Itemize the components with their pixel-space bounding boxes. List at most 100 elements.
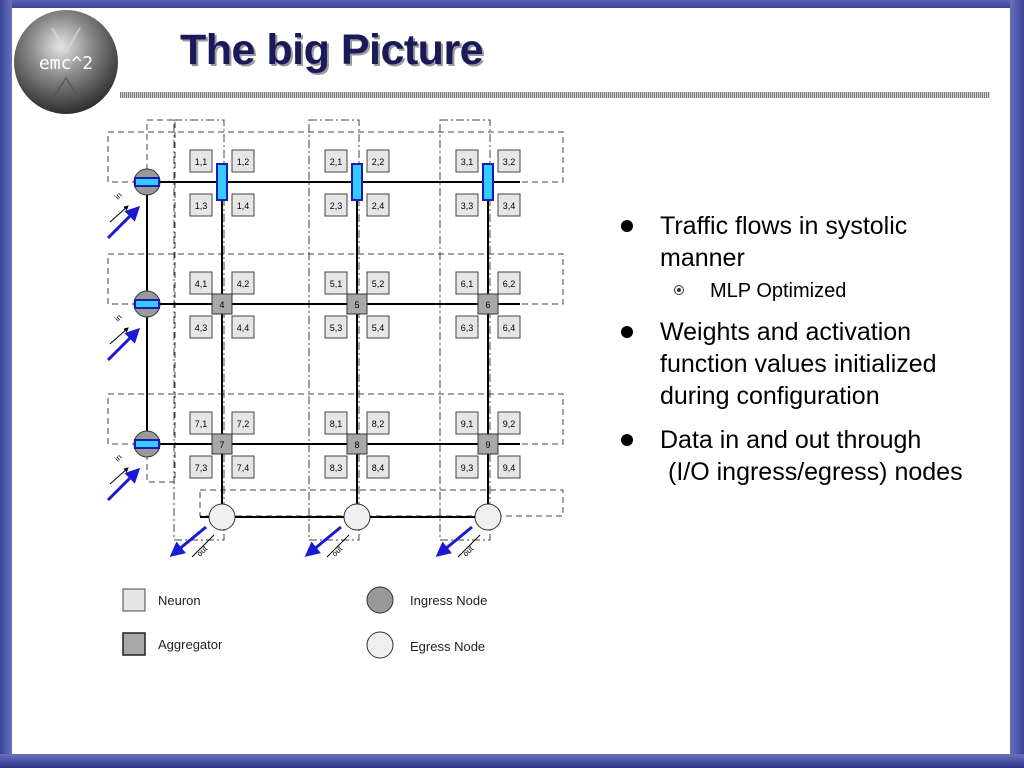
neuron-label: 8,1: [330, 419, 343, 429]
neuron-node: [455, 271, 479, 295]
neuron-label: 9,3: [461, 463, 474, 473]
neuron-label: 8,4: [372, 463, 385, 473]
egress-node: [474, 503, 502, 531]
egress-node: [343, 503, 371, 531]
neuron-label: 4,4: [237, 323, 250, 333]
neuron-label: 2,1: [330, 157, 343, 167]
neuron-node: [497, 411, 521, 435]
bullet-dot: [621, 434, 633, 446]
sub-bullet-text: MLP Optimized: [710, 280, 847, 302]
neuron-node: [497, 193, 521, 217]
bullet-data-io: Data in and out through (I/O ingress/egr…: [618, 424, 1010, 488]
neuron-node: [366, 271, 390, 295]
neuron-label: 5,4: [372, 323, 385, 333]
bullet-text: manner: [660, 244, 745, 272]
neuron-node: [231, 455, 255, 479]
egress-arrow: [435, 525, 473, 557]
neuron-node: [231, 271, 255, 295]
ingress-buffer-bar: [134, 177, 160, 187]
legend-ingress-label: Ingress Node: [410, 593, 487, 608]
neuron-node: [497, 271, 521, 295]
aggregator-node: [477, 293, 499, 315]
aggregator-label: 8: [354, 440, 359, 450]
neuron-label: 3,2: [503, 157, 516, 167]
neuron-node: [231, 411, 255, 435]
neuron-node: [455, 455, 479, 479]
out-label: out: [461, 544, 476, 559]
ingress-buffer-bar: [134, 299, 160, 309]
neuron-node: [189, 455, 213, 479]
legend-aggregator-swatch: [122, 632, 146, 656]
logo: emc^2: [12, 8, 120, 116]
systolic-buffer-bar: [351, 163, 363, 201]
ingress-small-arrow: [109, 467, 129, 485]
neuron-label: 3,1: [461, 157, 474, 167]
neuron-node: [366, 455, 390, 479]
neuron-label: 6,3: [461, 323, 474, 333]
out-label: out: [195, 544, 210, 559]
ring-bullet-icon: [674, 285, 684, 295]
neuron-label: 1,2: [237, 157, 250, 167]
ingress-arrow: [106, 467, 141, 502]
neuron-label: 8,3: [330, 463, 343, 473]
neuron-label: 1,4: [237, 201, 250, 211]
legend-egress-swatch: [366, 631, 394, 659]
neuron-node: [231, 193, 255, 217]
neuron-node: [324, 271, 348, 295]
systolic-buffer-bar: [482, 163, 494, 201]
neuron-label: 6,2: [503, 279, 516, 289]
out-label: out: [330, 544, 345, 559]
in-label: in: [113, 191, 124, 202]
neuron-node: [189, 315, 213, 339]
bullet-text: during configuration: [660, 382, 880, 410]
neuron-node: [189, 193, 213, 217]
neuron-node: [497, 149, 521, 173]
neuron-label: 4,2: [237, 279, 250, 289]
egress-arrow: [169, 525, 207, 557]
neuron-node: [324, 193, 348, 217]
neuron-label: 1,3: [195, 201, 208, 211]
bullet-text: Data in and out through: [660, 426, 922, 454]
title-rule: [120, 92, 990, 98]
neuron-node: [324, 411, 348, 435]
aggregator-node: [346, 433, 368, 455]
egress-row-outline: [199, 489, 564, 517]
neuron-label: 7,3: [195, 463, 208, 473]
left-border: [0, 0, 12, 768]
bottom-border: [0, 754, 1024, 768]
neuron-label: 9,1: [461, 419, 474, 429]
slide-title: The big Picture: [180, 26, 484, 74]
neuron-node: [324, 315, 348, 339]
ingress-arrow: [106, 327, 141, 362]
bullet-list: Traffic flows in systolic manner MLP Opt…: [618, 210, 1010, 500]
neuron-node: [497, 315, 521, 339]
bullet-text: Weights and activation: [660, 318, 912, 346]
aggregator-node: [477, 433, 499, 455]
bullet-traffic: Traffic flows in systolic manner MLP Opt…: [618, 210, 1010, 304]
neuron-label: 2,3: [330, 201, 343, 211]
neuron-node: [324, 455, 348, 479]
aggregator-node: [211, 433, 233, 455]
neuron-node: [189, 149, 213, 173]
legend-neuron-label: Neuron: [158, 593, 201, 608]
legend-neuron-swatch: [122, 588, 146, 612]
neuron-label: 9,4: [503, 463, 516, 473]
egress-arrow: [304, 525, 342, 557]
logo-sphere: [14, 10, 118, 114]
neuron-node: [189, 411, 213, 435]
aggregator-node: [211, 293, 233, 315]
neuron-label: 3,3: [461, 201, 474, 211]
neuron-label: 7,2: [237, 419, 250, 429]
neuron-label: 7,4: [237, 463, 250, 473]
bullet-text: (I/O ingress/egress) nodes: [668, 458, 963, 486]
neuron-label: 4,1: [195, 279, 208, 289]
neuron-label: 5,2: [372, 279, 385, 289]
egress-small-line: [191, 534, 215, 558]
neuron-label: 1,1: [195, 157, 208, 167]
neuron-node: [366, 193, 390, 217]
neuron-label: 6,1: [461, 279, 474, 289]
column-group-outline: [308, 119, 360, 541]
systolic-buffer-bar: [216, 163, 228, 201]
